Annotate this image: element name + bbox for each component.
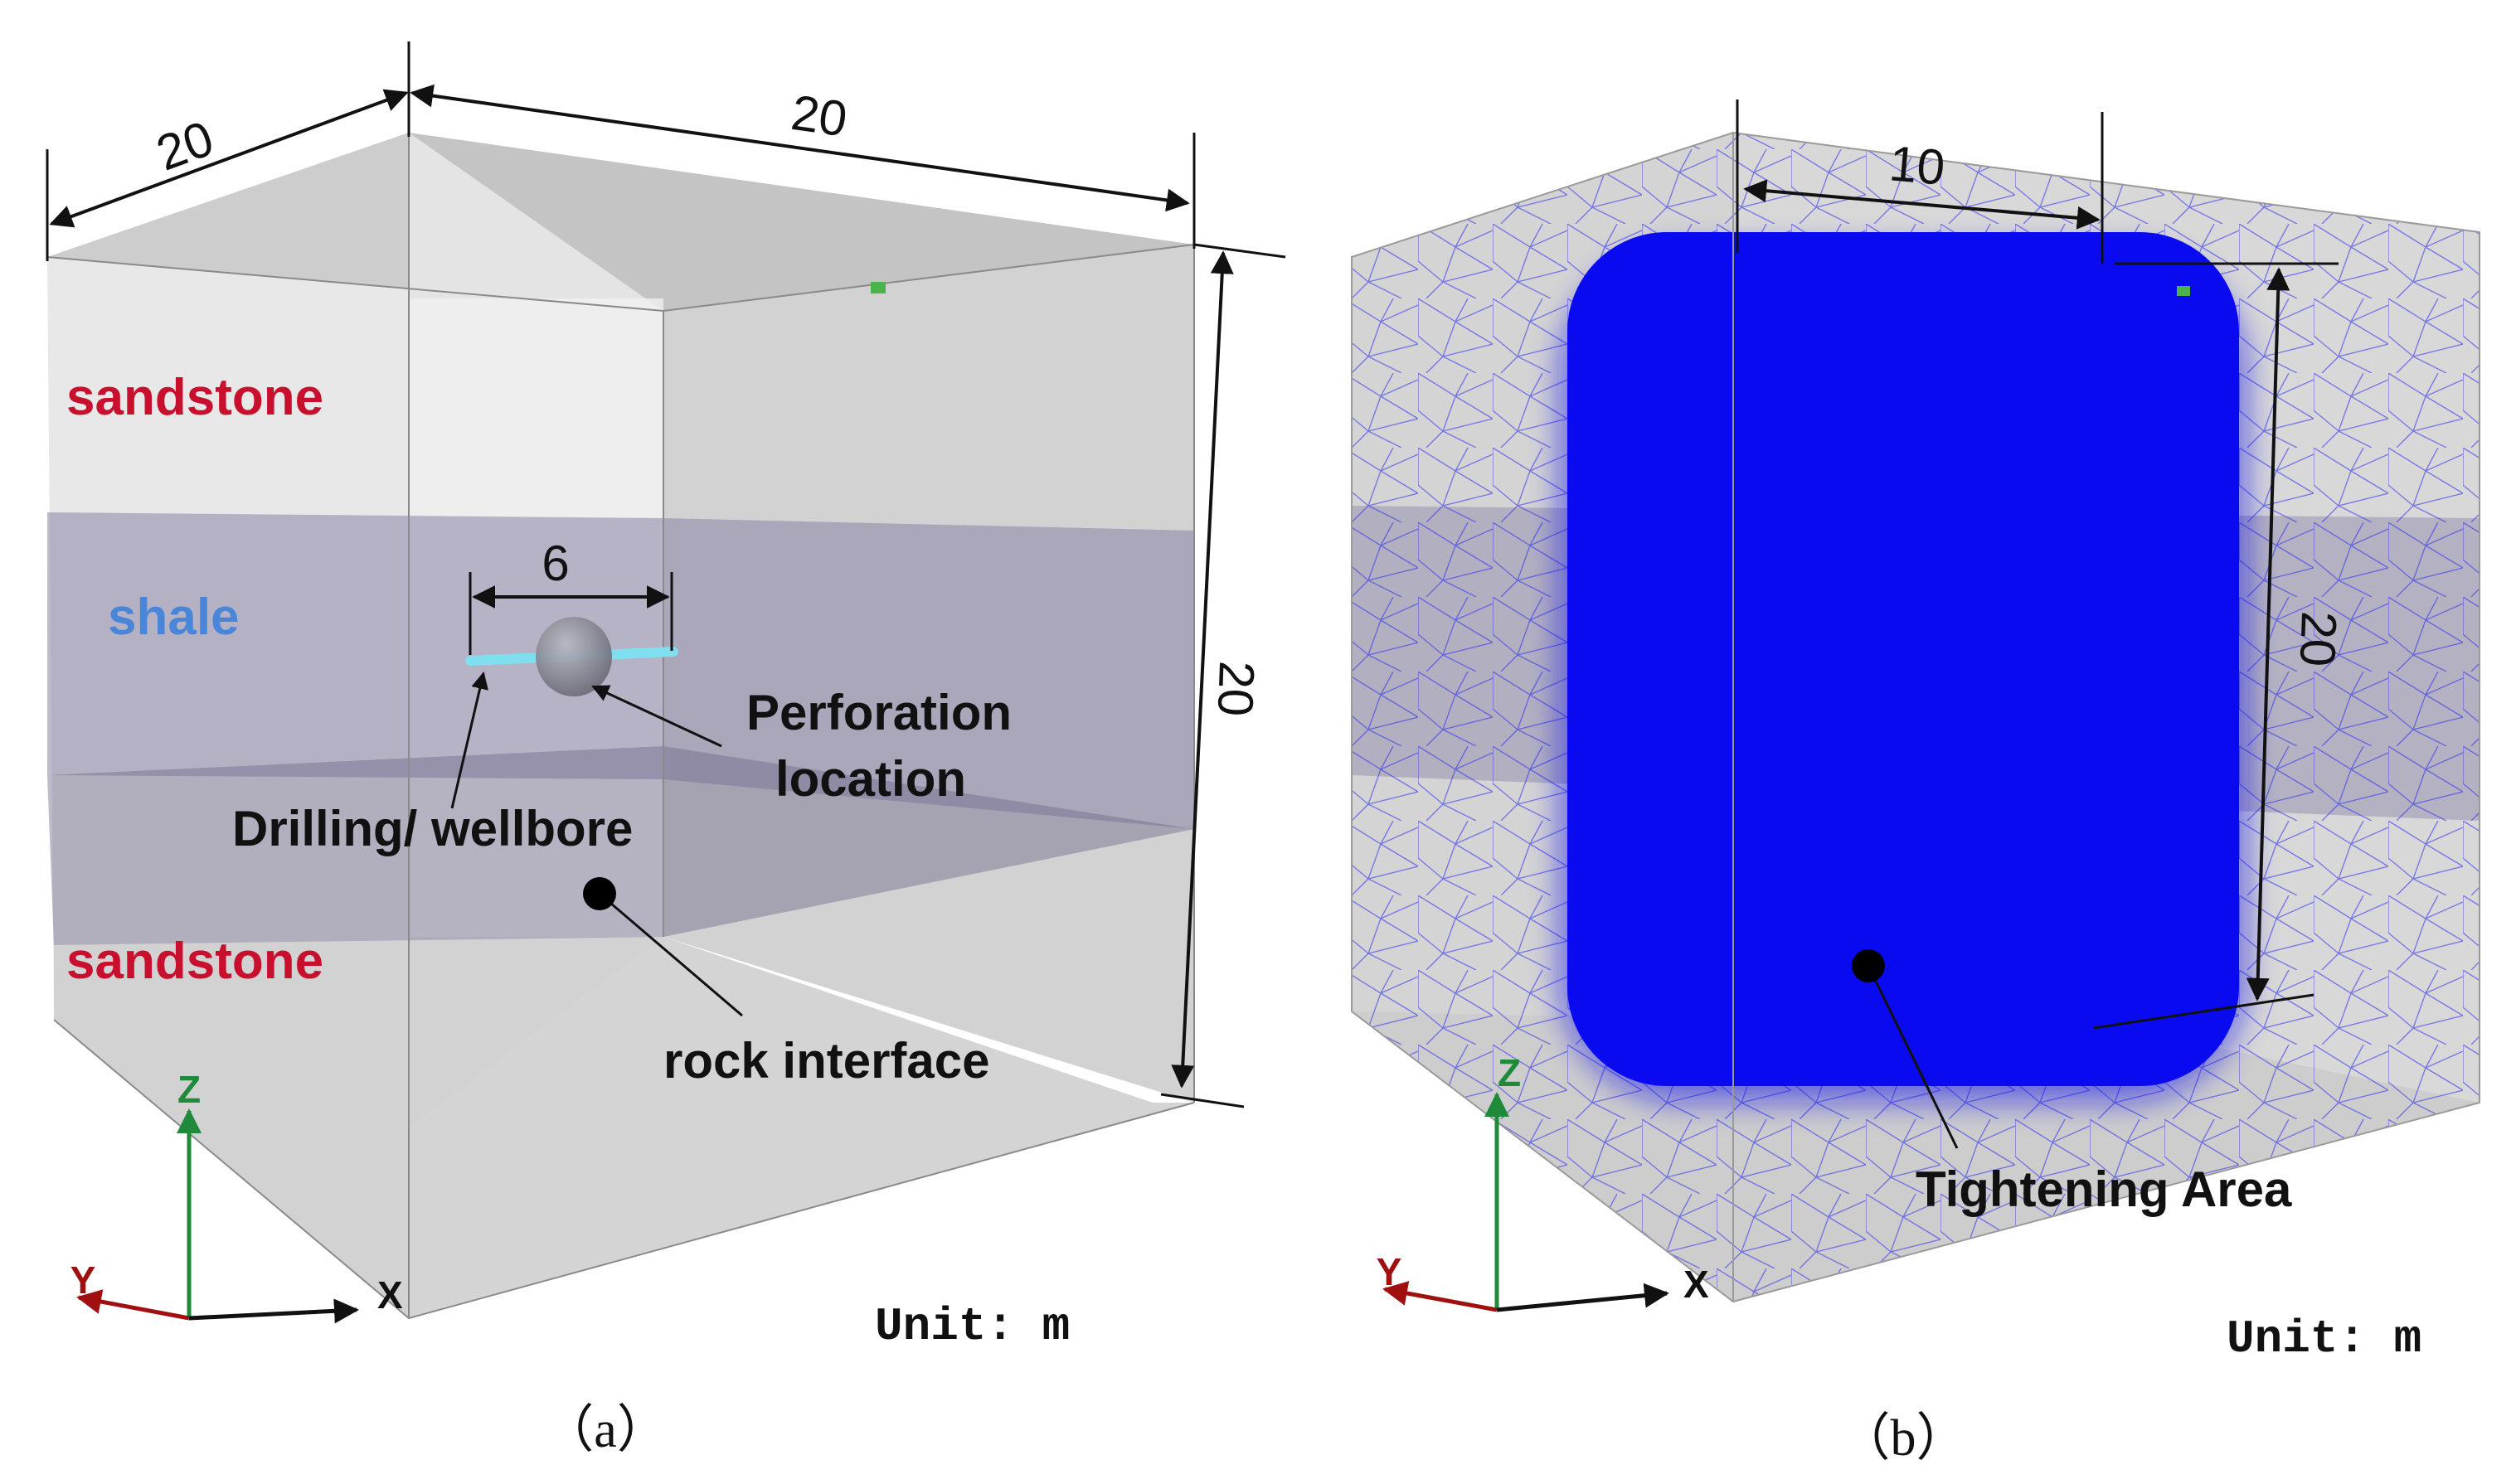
tightening-area <box>1559 232 2247 1103</box>
label-perforation-1: Perforation <box>746 685 1012 740</box>
panel-a: 20 20 20 6 sandstone shale sandstone Per… <box>46 41 1286 1458</box>
b-axis-z-label: Z <box>1498 1051 1521 1094</box>
dim-wellbore-label: 6 <box>542 536 569 591</box>
label-perforation-2: location <box>775 751 966 807</box>
label-interface: rock interface <box>663 1033 990 1089</box>
b-box-edges <box>1351 131 2480 1303</box>
b-dim-height-line <box>2246 267 2290 1001</box>
axes-a: Z X Y <box>70 1068 403 1324</box>
label-sandstone-top: sandstone <box>66 369 323 426</box>
label-tightening: Tightening Area <box>1916 1161 2292 1217</box>
b-dim-width-line <box>1743 179 2101 230</box>
b-dim-height-label: 20 <box>2290 610 2347 667</box>
front-lower-face <box>54 937 1194 1318</box>
b-green-marker <box>2177 286 2190 296</box>
axis-y-label: Y <box>70 1258 96 1302</box>
dim-width-label: 20 <box>788 85 850 148</box>
b-axis-x-label: X <box>1683 1263 1709 1306</box>
dim-width-line <box>410 84 1190 212</box>
unit-label-a: Unit: m <box>875 1300 1070 1353</box>
pointer-tightening <box>1867 965 1959 1149</box>
label-drilling: Drilling/ wellbore <box>232 801 633 856</box>
tightening-dot <box>1852 949 1885 982</box>
b-axis-y-label: Y <box>1377 1250 1402 1293</box>
shale-band <box>47 512 1194 829</box>
panel-b: 10 20 Tightening Area Z X Y Unit: m （b） <box>1351 99 2480 1467</box>
perforation-sphere <box>536 617 612 696</box>
dim-depth-label: 20 <box>149 110 221 182</box>
dim-depth-line <box>49 89 409 228</box>
dim-height-label: 20 <box>1207 660 1265 717</box>
pointer-perforation <box>591 685 722 748</box>
unit-label-b: Unit: m <box>2227 1312 2421 1365</box>
b-dim-width-label: 10 <box>1887 135 1947 196</box>
caption-b: （b） <box>1838 1410 1967 1467</box>
shale-lower-plane <box>47 746 1194 945</box>
pointer-drilling <box>450 671 488 809</box>
dim-height-line <box>1171 250 1234 1089</box>
axes-b: Z X Y <box>1377 1051 1709 1312</box>
axis-z-label: Z <box>177 1068 201 1111</box>
pointer-interface <box>599 892 743 1017</box>
label-shale: shale <box>108 589 240 646</box>
green-marker <box>871 282 886 293</box>
label-sandstone-bottom: sandstone <box>66 933 323 990</box>
interface-dot <box>583 877 616 910</box>
caption-a: （a） <box>542 1402 668 1458</box>
axis-x-label: X <box>377 1273 403 1317</box>
